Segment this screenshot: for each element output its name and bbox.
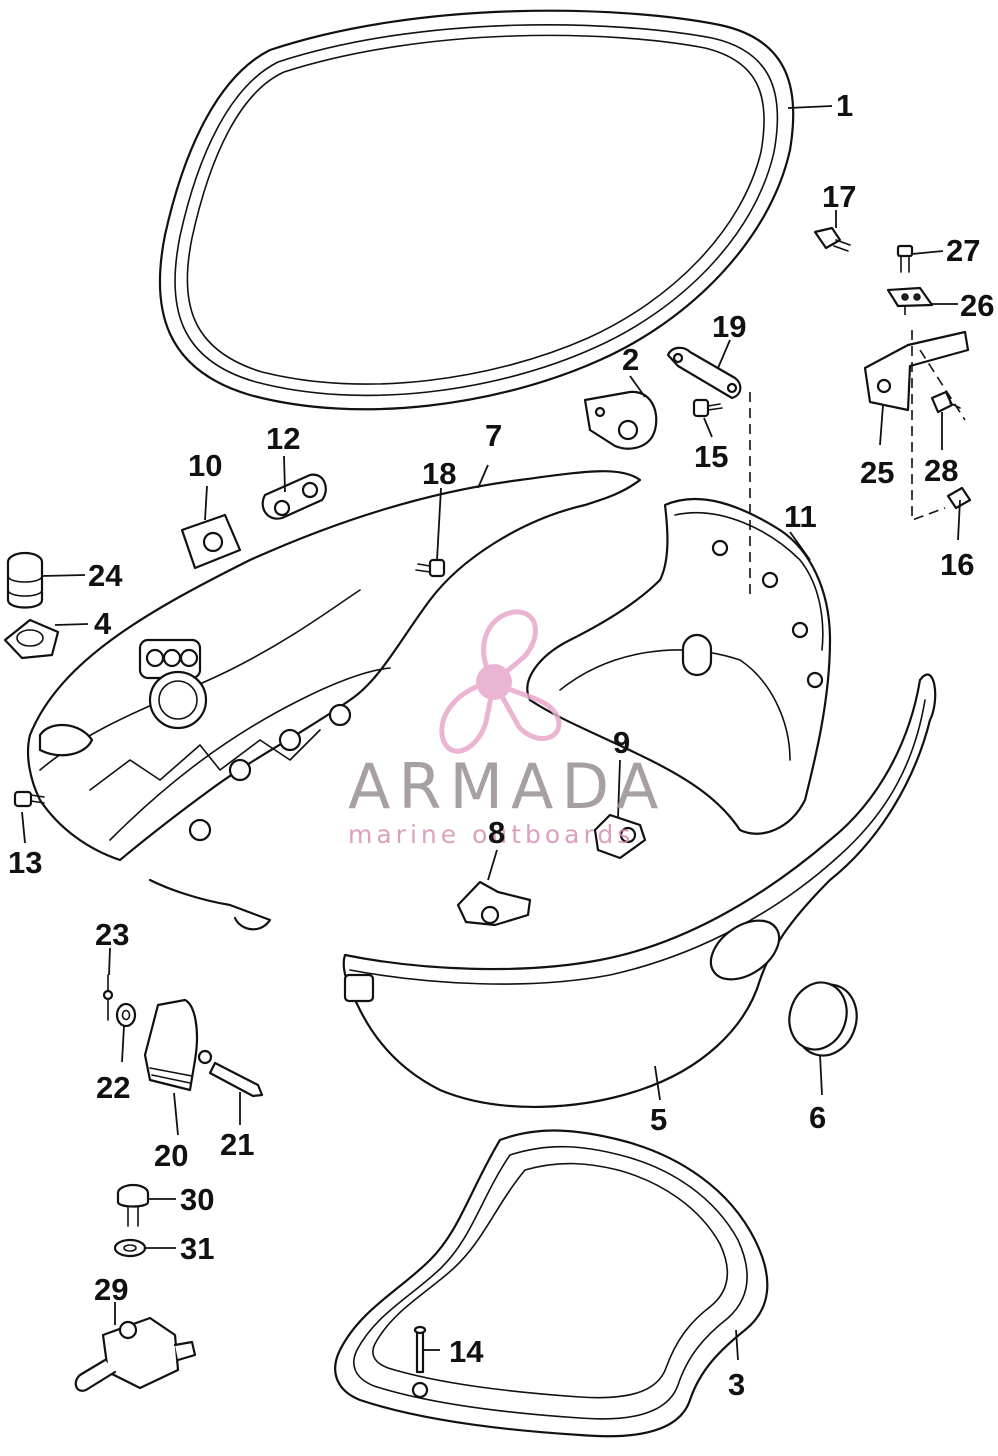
part-7-lower-cowl-left	[26, 470, 642, 931]
part-20-latch-lever	[143, 998, 213, 1092]
part-1-cowl-seal	[158, 9, 795, 411]
callout-labels: 1 2 3 4 5 6 7 8 9 10 11 12 13 14 15 16 1…	[8, 88, 994, 1402]
callout-23: 23	[95, 917, 129, 952]
part-13-bolt	[13, 790, 45, 808]
part-16-bolt	[946, 486, 972, 510]
callout-8: 8	[488, 815, 505, 850]
part-9-hook	[593, 813, 647, 860]
part-24-plug	[6, 551, 44, 609]
propeller-logo-icon	[439, 609, 562, 754]
part-21-pin	[208, 1061, 264, 1098]
part-31-washer	[113, 1238, 147, 1258]
callout-19: 19	[712, 309, 746, 344]
part-23-pin	[102, 974, 114, 1021]
part-22-washer	[115, 1002, 137, 1028]
part-12-grommet-plate	[261, 473, 327, 520]
part-30-bolt	[116, 1183, 150, 1227]
callout-28: 28	[924, 453, 958, 488]
watermark-brand-name: ARMADA	[348, 750, 666, 823]
armada-watermark: ARMADA marine outboards	[348, 609, 666, 849]
callout-10: 10	[188, 448, 222, 483]
callout-6: 6	[809, 1100, 826, 1135]
callout-21: 21	[220, 1127, 254, 1162]
callout-4: 4	[94, 606, 112, 641]
part-18-screw	[415, 558, 446, 578]
callout-13: 13	[8, 845, 42, 880]
part-6-cap	[788, 981, 858, 1057]
callout-24: 24	[88, 558, 123, 593]
part-27-bolt	[896, 244, 914, 273]
callout-16: 16	[940, 547, 974, 582]
callout-22: 22	[96, 1070, 130, 1105]
callout-25: 25	[860, 455, 894, 490]
callout-1: 1	[836, 88, 853, 123]
part-26-bracket	[886, 286, 934, 308]
callout-20: 20	[154, 1138, 188, 1173]
part-10-plate	[180, 513, 242, 570]
part-4-gasket	[3, 618, 60, 660]
part-2-bracket	[583, 390, 658, 450]
leader-lines	[21, 105, 961, 1361]
callout-30: 30	[180, 1182, 214, 1217]
callout-9: 9	[613, 725, 630, 760]
part-11-lower-cowl-right	[526, 497, 832, 835]
part-28-bolt	[930, 390, 961, 414]
callout-14: 14	[449, 1334, 484, 1369]
callout-5: 5	[650, 1102, 667, 1137]
part-3-bottom-cowl-tray	[334, 1129, 769, 1438]
callout-11: 11	[784, 499, 817, 534]
callout-12: 12	[266, 421, 300, 456]
callout-18: 18	[422, 456, 456, 491]
callout-29: 29	[94, 1272, 128, 1307]
watermark-tagline: marine outboards	[348, 820, 634, 849]
callout-3: 3	[728, 1367, 745, 1402]
callout-7: 7	[485, 418, 502, 453]
part-5-lower-cowl-front	[342, 673, 937, 1109]
part-15-screw	[692, 398, 723, 418]
callout-27: 27	[946, 233, 980, 268]
part-17-bolt	[813, 226, 851, 252]
part-25-lever	[863, 330, 970, 412]
callout-17: 17	[822, 179, 856, 214]
part-8-latch	[456, 880, 532, 927]
part-19-link	[666, 346, 742, 400]
callout-31: 31	[180, 1231, 214, 1266]
callout-2: 2	[622, 342, 639, 377]
callout-15: 15	[694, 439, 728, 474]
part-29-fuel-connector	[74, 1316, 197, 1392]
callout-26: 26	[960, 288, 994, 323]
part-14-stud	[413, 1325, 427, 1374]
assembly-line	[904, 305, 966, 522]
